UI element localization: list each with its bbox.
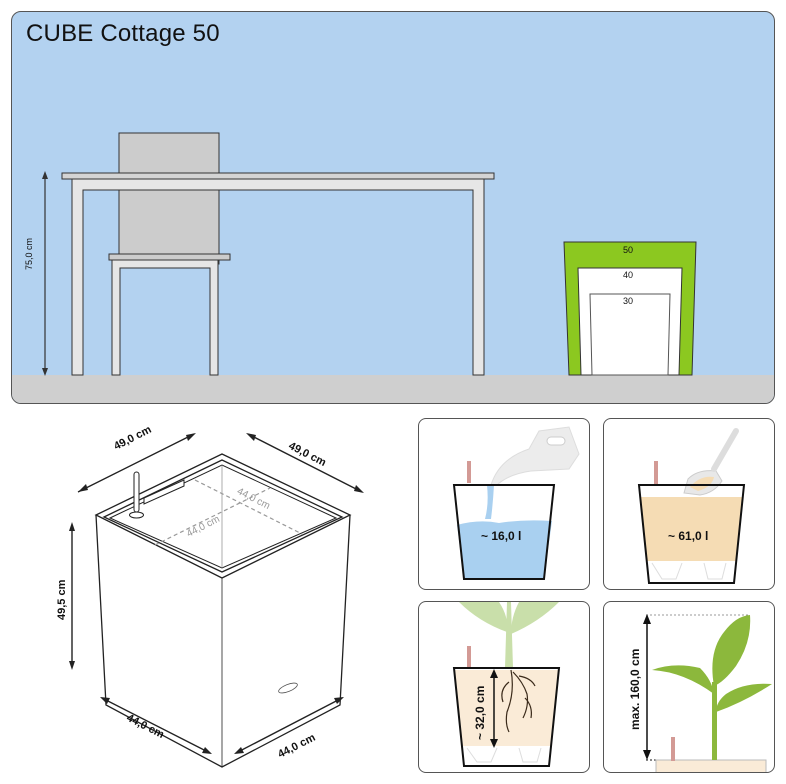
max-height-label: max. 160,0 cm: [628, 648, 642, 730]
plant-leaf-left: [652, 665, 714, 694]
planter-size-30: 30: [623, 296, 634, 306]
water-panel-svg: [452, 426, 580, 580]
panel-root-depth: ~ 32,0 cm: [418, 601, 590, 773]
planter-size-40: 40: [623, 270, 634, 280]
trowel-handle: [711, 428, 739, 472]
page-title: CUBE Cottage 50: [26, 20, 220, 47]
cube-opening: [108, 464, 338, 569]
table-height-label: 75,0 cm: [24, 237, 34, 270]
arrow-icon: [334, 697, 344, 704]
plant-leaf-top: [712, 615, 751, 686]
filling-shaft: [143, 479, 185, 505]
inner-dimension-line-a: [154, 487, 271, 546]
root-panel-svg: [452, 602, 561, 767]
planter-size-50: 50: [623, 245, 634, 255]
height-label: 49,5 cm: [56, 579, 68, 620]
arrow-up-icon: [42, 171, 48, 179]
inner-dimension-line-b: [194, 479, 303, 535]
reservoir-insert: [466, 747, 542, 763]
water-fill: [457, 520, 552, 579]
plant-panel-svg: [643, 614, 772, 772]
brand-logo-icon: [278, 682, 298, 694]
water-level-indicator: [467, 461, 471, 483]
watering-can-icon: [490, 426, 580, 486]
water-stream: [485, 485, 494, 519]
plant-leaf-right: [716, 683, 772, 712]
water-level-indicator: [467, 646, 471, 668]
substrate-fill: [455, 670, 558, 746]
substrate-panel-svg: [637, 428, 746, 584]
arrow-icon: [202, 747, 212, 754]
arrow-up-icon: [490, 669, 498, 678]
arrow-icon: [186, 433, 196, 441]
floor: [12, 375, 774, 403]
substrate-volume-label: ~ 61,0 l: [668, 529, 709, 543]
arrow-up-icon: [643, 614, 651, 624]
arrow-up-icon: [69, 522, 75, 531]
panel-water-reservoir: ~ 16,0 l: [418, 418, 590, 590]
arrow-icon: [246, 433, 256, 441]
bottom-right-dimension-line: [235, 697, 343, 754]
arrow-down-icon: [42, 368, 48, 376]
pot-border: [637, 484, 746, 584]
roots-icon: [501, 669, 536, 733]
plant-leaf-left: [459, 602, 508, 632]
table-frame: [71, 178, 485, 376]
pot-border: [452, 484, 556, 580]
arrow-icon: [354, 485, 364, 493]
scene-room-illustration: CUBE Cottage 50 75,0 cm 50 40 30: [11, 11, 775, 404]
water-level-indicator: [654, 461, 658, 485]
cube-svg: [69, 433, 364, 768]
substrate-fill: [641, 497, 742, 561]
arrow-icon: [100, 697, 110, 704]
chair-back-lower: [118, 189, 220, 255]
reservoir-insert: [651, 562, 727, 580]
pot-border: [452, 667, 561, 767]
indicator-base: [129, 511, 144, 519]
trowel-soil: [690, 476, 714, 491]
bottom-left-dimension-line: [101, 697, 211, 754]
water-volume-label: ~ 16,0 l: [481, 529, 522, 543]
root-depth-label: ~ 32,0 cm: [473, 685, 487, 740]
panel-substrate-volume: ~ 61,0 l: [603, 418, 775, 590]
plant-stem: [505, 602, 513, 668]
arrow-down-icon: [490, 739, 498, 748]
arrow-icon: [234, 747, 244, 754]
plant-leaf-right: [511, 602, 559, 634]
chair-frame: [111, 259, 219, 376]
plant-stem: [712, 682, 717, 760]
room-scene-svg: [12, 132, 774, 403]
arrow-icon: [78, 484, 88, 492]
watering-can-handle: [546, 436, 566, 446]
chair-seat: [108, 253, 231, 261]
water-level-indicator: [671, 737, 675, 761]
top-right-dimension-line: [247, 433, 363, 493]
cube-dimension-drawing: 49,0 cm 49,0 cm 44,0 cm 44,0 cm 49,5 cm …: [40, 420, 400, 770]
cube-rim-inner: [102, 459, 344, 573]
panel-max-plant-height: max. 160,0 cm: [603, 601, 775, 773]
water-level-indicator: [133, 471, 140, 513]
arrow-down-icon: [643, 750, 651, 760]
table-top: [61, 172, 495, 180]
top-left-dimension-line: [77, 433, 195, 493]
planter-30: [589, 293, 671, 376]
pot-rim: [655, 759, 767, 772]
arrow-down-icon: [69, 661, 75, 670]
